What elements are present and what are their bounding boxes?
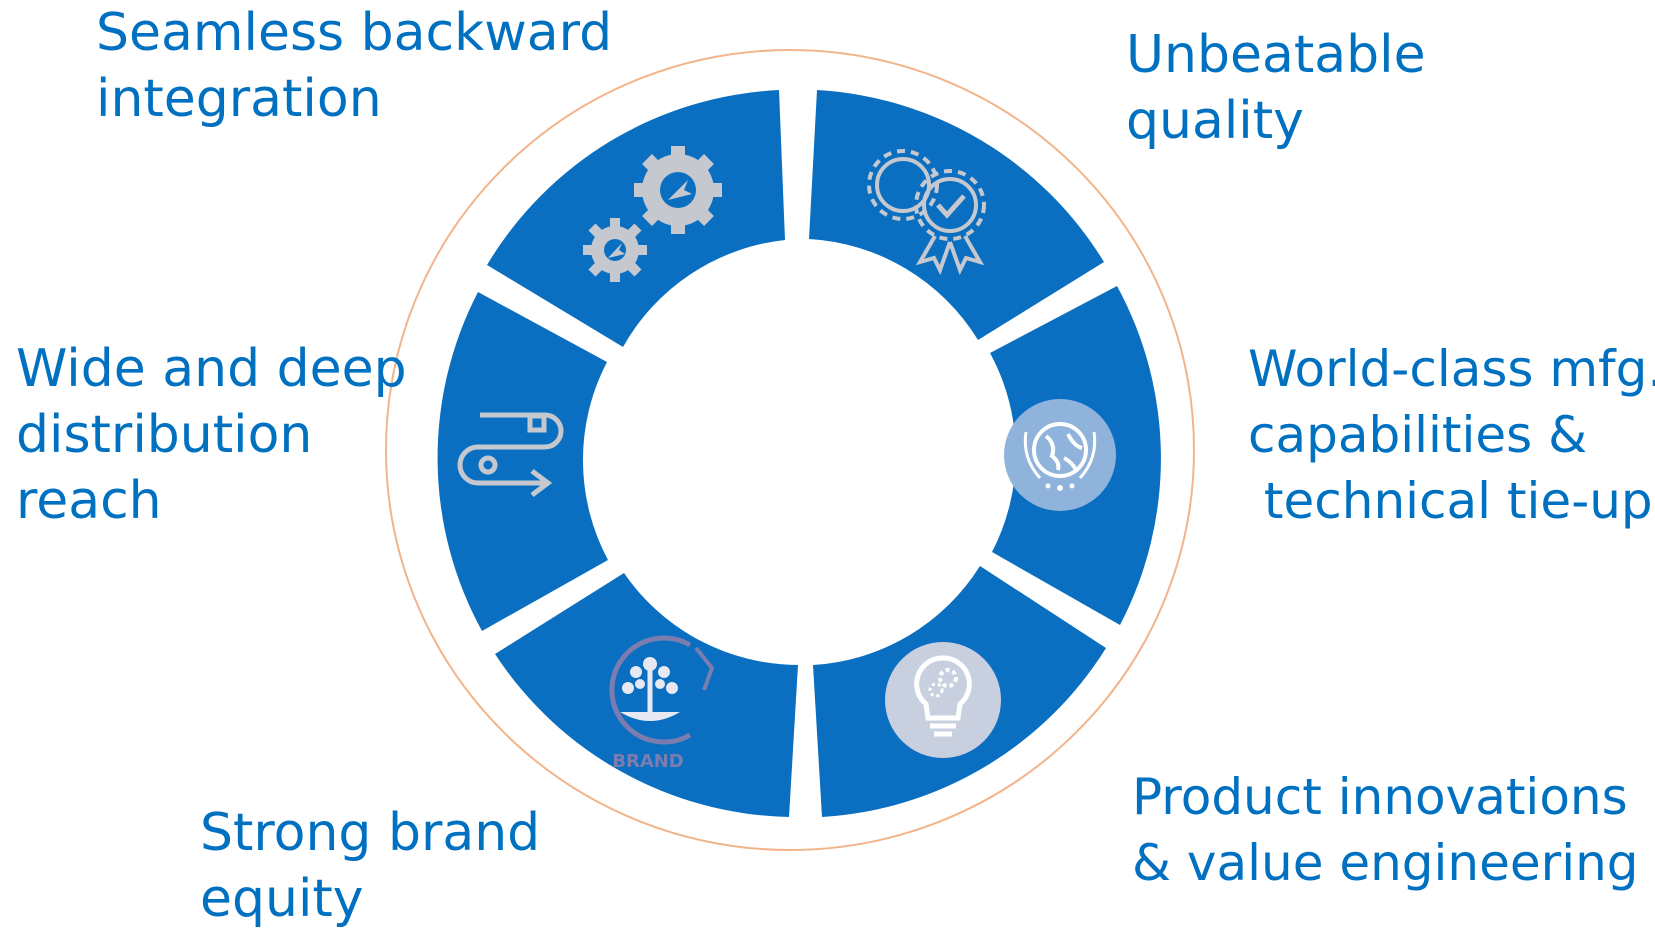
label-line: capabilities &	[1248, 406, 1588, 464]
segment-quality	[809, 90, 1104, 340]
label-quality: Unbeatable quality	[1126, 22, 1426, 154]
label-line: technical tie-ups	[1248, 472, 1655, 530]
globe-laurel-icon	[1004, 399, 1116, 511]
label-backward-integration: Seamless backward integration	[96, 0, 612, 132]
gear-ribbon-badge-icon	[867, 149, 986, 276]
segment-distribution	[437, 292, 608, 631]
label-line: integration	[96, 69, 382, 129]
label-line: Product innovations	[1132, 768, 1628, 826]
label-line: reach	[16, 471, 162, 531]
label-line: Unbeatable	[1126, 25, 1426, 85]
label-line: & value engineering	[1132, 834, 1639, 892]
label-manufacturing: World-class mfg. capabilities & technica…	[1248, 336, 1655, 534]
label-line: Wide and deep	[16, 339, 407, 399]
gears-icon	[583, 146, 722, 282]
label-line: quality	[1126, 91, 1304, 151]
conveyor-arrow-icon	[457, 412, 564, 497]
label-innovation: Product innovations & value engineering	[1132, 764, 1639, 896]
label-line: World-class mfg.	[1248, 340, 1655, 398]
brand-tree-icon: BRAND	[609, 635, 715, 772]
label-line: Strong brand	[200, 803, 541, 863]
label-line: equity	[200, 869, 364, 929]
brand-icon-text: BRAND	[612, 751, 684, 772]
segment-backward-integration	[487, 90, 785, 347]
label-line: Seamless backward	[96, 3, 613, 63]
label-line: distribution	[16, 405, 313, 465]
label-brand: Strong brand equity	[200, 800, 540, 932]
lightbulb-gear-icon	[885, 642, 1001, 758]
label-distribution: Wide and deep distribution reach	[16, 336, 407, 534]
outer-ring	[385, 49, 1195, 851]
segment-brand	[495, 573, 798, 817]
